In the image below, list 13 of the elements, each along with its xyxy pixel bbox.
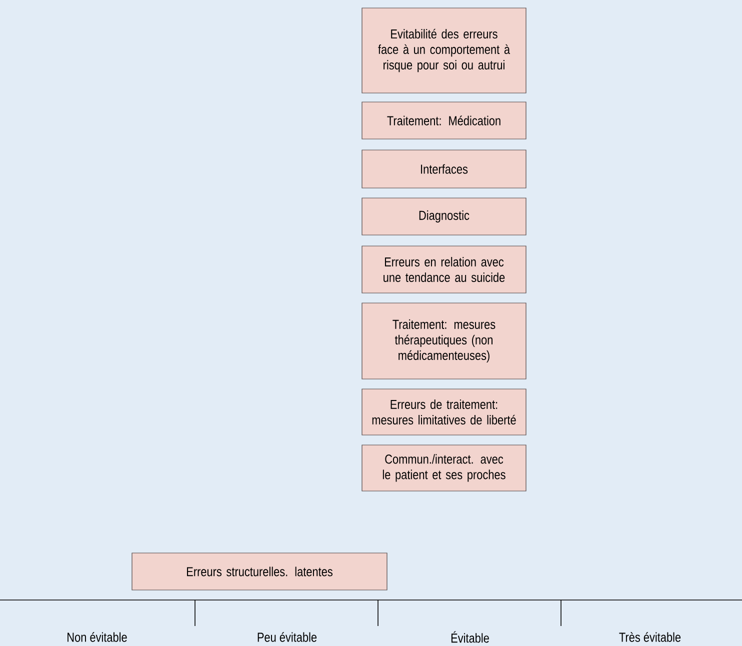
category-box: Erreurs en relation avec une tendance au suicide — [362, 246, 526, 294]
scale-label: Non évitable — [68, 632, 127, 642]
category-box: Evitabilité des erreurs face à un comportement à risque pour soi ou autrui — [362, 8, 526, 94]
category-box: Erreurs structurelles. latentes — [132, 552, 388, 590]
scale-label: Peu évitable — [258, 632, 317, 642]
category-box: Traitement: mesures thérapeutiques (non médicamenteuses) — [362, 302, 526, 380]
category-box: Traitement: Médication — [362, 102, 526, 140]
scale-label: Très évitable — [619, 632, 681, 642]
scale-label: Évitable — [451, 631, 489, 643]
category-box: Erreurs de traitement: mesures limitatives de liberté — [362, 388, 526, 436]
category-box: Diagnostic — [362, 198, 526, 236]
category-box: Commun./interact. avec le patient et ses proches — [362, 444, 526, 492]
category-box: Interfaces — [362, 150, 526, 188]
